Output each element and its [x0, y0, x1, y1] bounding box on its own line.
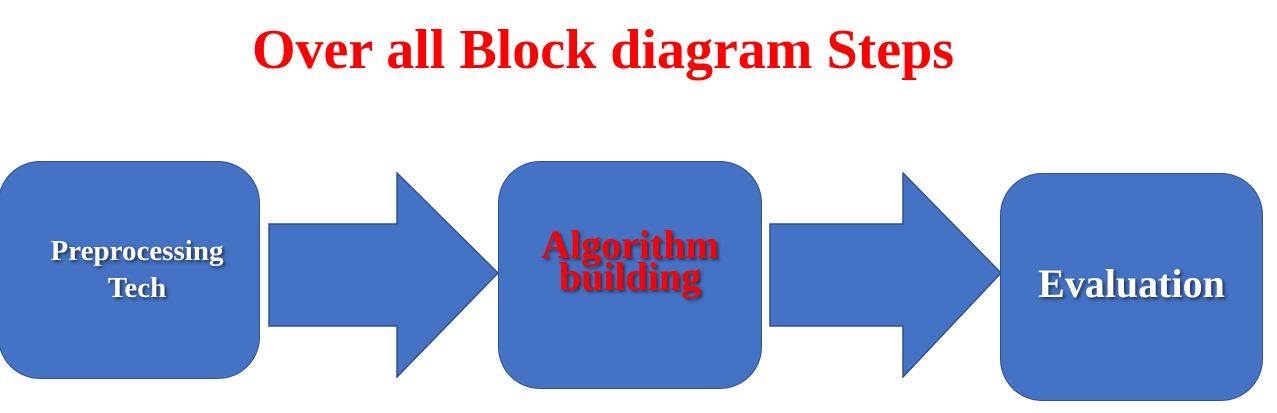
diagram-title: Over all Block diagram Steps	[251, 19, 955, 81]
flow-arrow-1	[268, 172, 500, 378]
step-label-algorithm-building-line1: Algorithm	[541, 222, 719, 267]
step-label-preprocessing-line2: Tech	[107, 272, 167, 304]
step-label-algorithm-building: Algorithm building	[541, 222, 719, 300]
step-box-algorithm-building: Algorithm building	[498, 161, 762, 389]
step-label-evaluation: Evaluation	[1038, 261, 1225, 306]
flow-arrow-1-shape	[268, 172, 500, 378]
flow-arrow-2-shape	[769, 172, 1003, 378]
step-box-preprocessing: Preprocessing Tech	[0, 161, 260, 379]
step-box-evaluation: Evaluation	[1000, 173, 1263, 401]
step-label-preprocessing: Preprocessing Tech	[43, 233, 224, 307]
step-label-preprocessing-line1: Preprocessing	[50, 235, 224, 267]
step-label-algorithm-building-line2: building	[558, 254, 702, 299]
flow-arrow-2	[769, 172, 1003, 378]
